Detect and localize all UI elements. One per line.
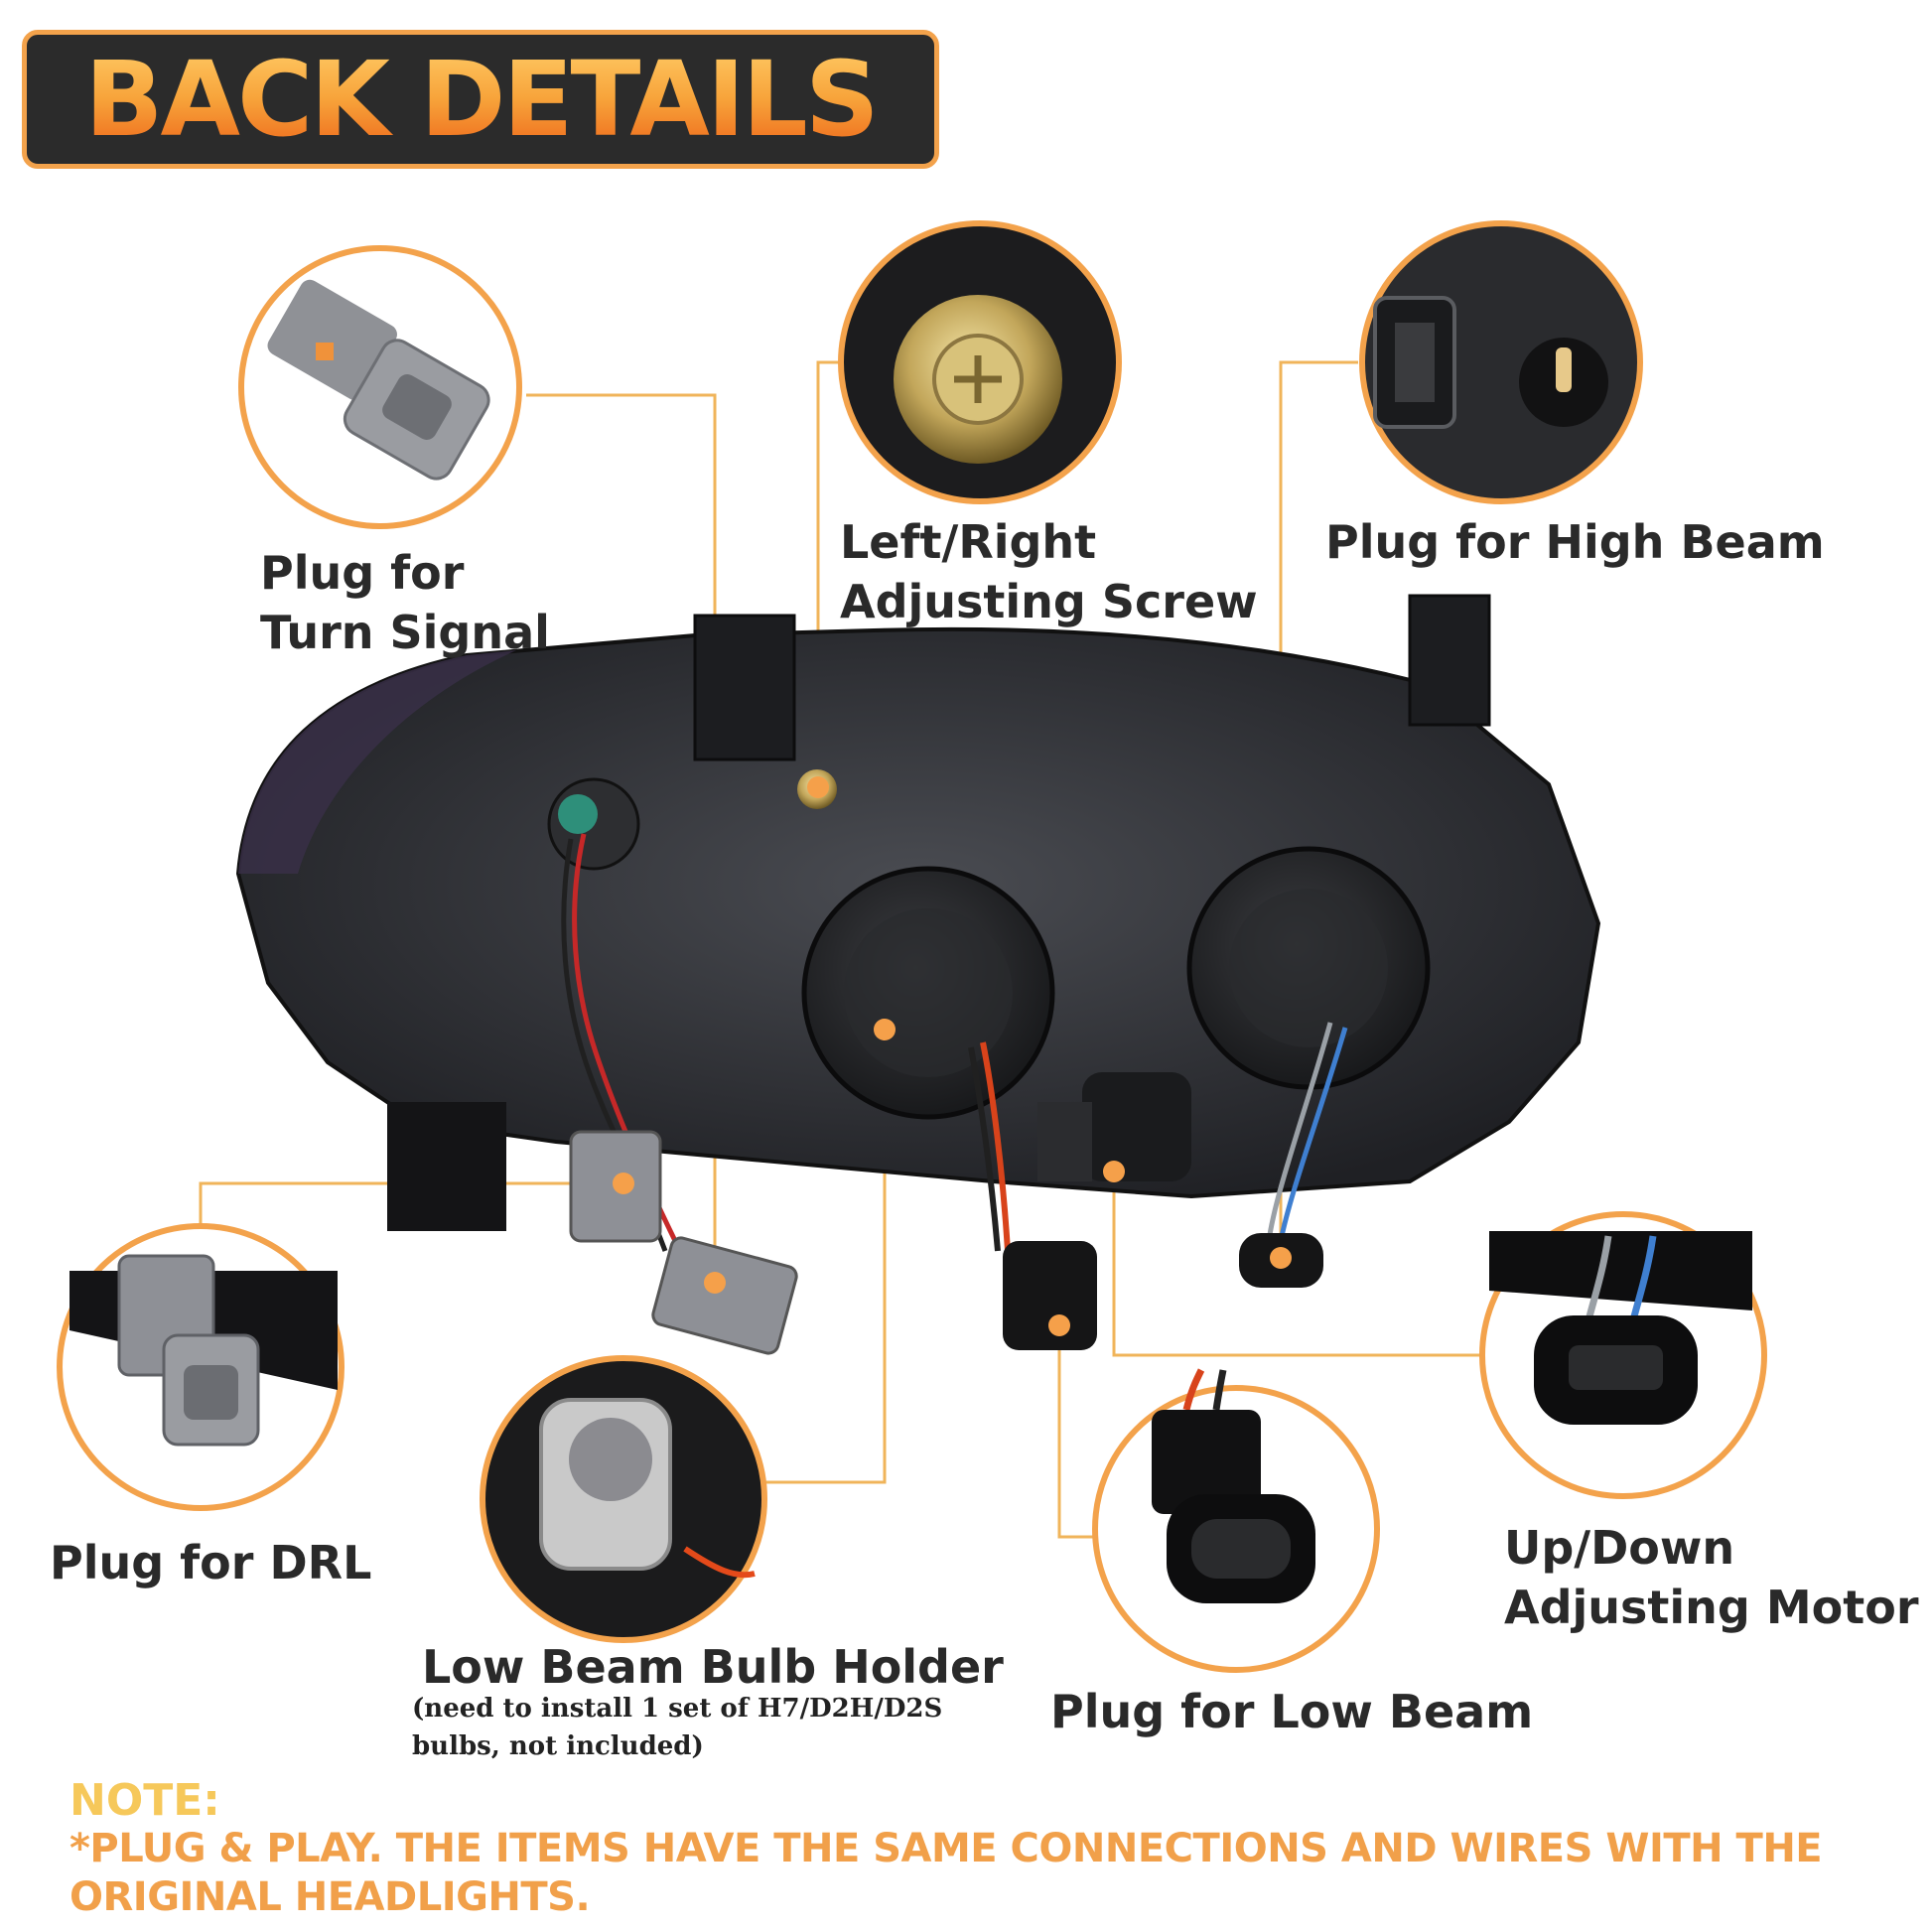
leader-low-beam-plug [1057, 1325, 1094, 1539]
leader-motor [1112, 1172, 1483, 1357]
detail-adjusting-screw-circle [838, 220, 1122, 504]
callout-dots [613, 776, 1292, 1336]
label-turn-signal: Plug for Turn Signal [260, 546, 550, 659]
label-high-beam: Plug for High Beam [1325, 515, 1825, 569]
page-title: BACK DETAILS [84, 39, 879, 160]
detail-high-beam-circle [1359, 220, 1643, 504]
leader-low-beam-holder [755, 1030, 887, 1484]
label-adjusting-screw: Left/Right Adjusting Screw [840, 515, 1258, 628]
label-motor: Up/Down Adjusting Motor [1504, 1521, 1919, 1634]
headlight-housing [235, 594, 1601, 1355]
detail-motor-circle [1479, 1211, 1767, 1499]
low-beam-connector [1003, 1241, 1097, 1350]
note-heading: NOTE: [69, 1775, 220, 1826]
label-low-beam-holder: Low Beam Bulb Holder [422, 1640, 1004, 1694]
detail-turn-signal-circle [238, 245, 522, 529]
title-banner: BACK DETAILS [22, 30, 939, 169]
label-low-beam-plug: Plug for Low Beam [1050, 1685, 1534, 1738]
turn-signal-connector [651, 1236, 798, 1355]
detail-drl-circle [57, 1223, 345, 1511]
detail-low-beam-plug-circle [1092, 1368, 1380, 1673]
detail-low-beam-holder-circle [480, 1355, 767, 1643]
low-beam-holder-note: (need to install 1 set of H7/D2H/D2S bul… [412, 1694, 943, 1761]
note-body: *PLUG & PLAY. THE ITEMS HAVE THE SAME CO… [69, 1826, 1823, 1920]
label-drl: Plug for DRL [50, 1536, 372, 1589]
